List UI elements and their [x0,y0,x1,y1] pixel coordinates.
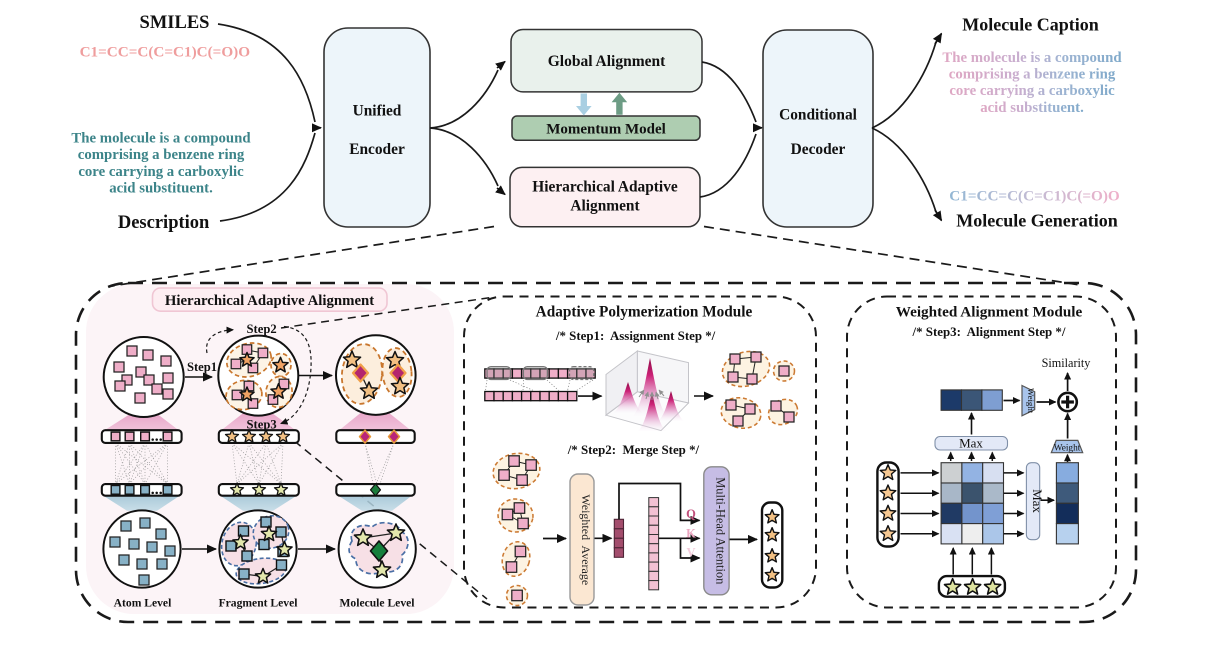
svg-text:Q: Q [686,507,696,521]
svg-text:/* Step1: Assignment Step */: /* Step1: Assignment Step */ [555,329,716,343]
svg-text:V: V [686,546,695,560]
svg-text:Conditional: Conditional [779,107,858,124]
svg-text:Global Alignment: Global Alignment [548,53,666,70]
svg-text:core carrying a carboxylic: core carrying a carboxylic [78,164,244,180]
svg-text:Molecule Generation: Molecule Generation [956,211,1117,231]
svg-text:Weight: Weight [1026,388,1036,414]
svg-text:acid substituent.: acid substituent. [109,181,213,197]
svg-text:Multi-Head Attention: Multi-Head Attention [714,477,728,584]
svg-text:Atom Level: Atom Level [114,597,172,610]
svg-text:Step1: Step1 [187,360,217,374]
svg-text:Hierarchical Adaptive: Hierarchical Adaptive [532,179,678,196]
svg-text:The molecule is a compound: The molecule is a compound [71,131,251,147]
svg-text:Encoder: Encoder [349,141,405,158]
svg-text:Weighted Average: Weighted Average [579,494,593,585]
svg-text:Similarity: Similarity [1042,356,1092,370]
svg-text:Description: Description [118,213,210,233]
svg-text:Alignment: Alignment [570,198,640,215]
svg-text:Momentum Model: Momentum Model [546,122,666,138]
svg-text:Unified: Unified [353,103,402,120]
svg-text:C1=CC=C(C=C1)C(=O)O: C1=CC=C(C=C1)C(=O)O [80,44,251,61]
svg-text:Weight: Weight [1054,443,1081,453]
svg-text:Hierarchical Adaptive Alignmen: Hierarchical Adaptive Alignment [165,293,374,309]
svg-text:SMILES: SMILES [140,13,210,33]
svg-text:acid substituent.: acid substituent. [980,100,1084,116]
svg-text:The molecule is a compound: The molecule is a compound [942,50,1122,66]
svg-text:Fragment Level: Fragment Level [219,597,299,610]
svg-text:Molecule Level: Molecule Level [339,597,415,610]
svg-text:Max: Max [959,436,983,451]
svg-text:Step2: Step2 [247,322,277,336]
svg-text:C1=CC=C(C=C1)C(=O)O: C1=CC=C(C=C1)C(=O)O [949,188,1120,205]
svg-text:K: K [686,527,696,541]
svg-text:core carrying a carboxylic: core carrying a carboxylic [949,83,1115,99]
svg-text:Step3: Step3 [247,418,277,432]
svg-text:/* Step3: Alignment Step */: /* Step3: Alignment Step */ [912,325,1066,339]
svg-text:Molecule Caption: Molecule Caption [962,15,1099,35]
svg-text:/* Step2: Merge Step */: /* Step2: Merge Step */ [567,443,700,457]
svg-text:Weighted Alignment Module: Weighted Alignment Module [896,304,1083,321]
svg-text:Adaptive Polymerization Module: Adaptive Polymerization Module [536,304,753,321]
svg-text:Max: Max [1030,489,1045,513]
svg-text:comprising a benzene ring: comprising a benzene ring [78,147,245,163]
svg-text:comprising a benzene ring: comprising a benzene ring [949,67,1116,83]
svg-text:Decoder: Decoder [791,141,846,158]
